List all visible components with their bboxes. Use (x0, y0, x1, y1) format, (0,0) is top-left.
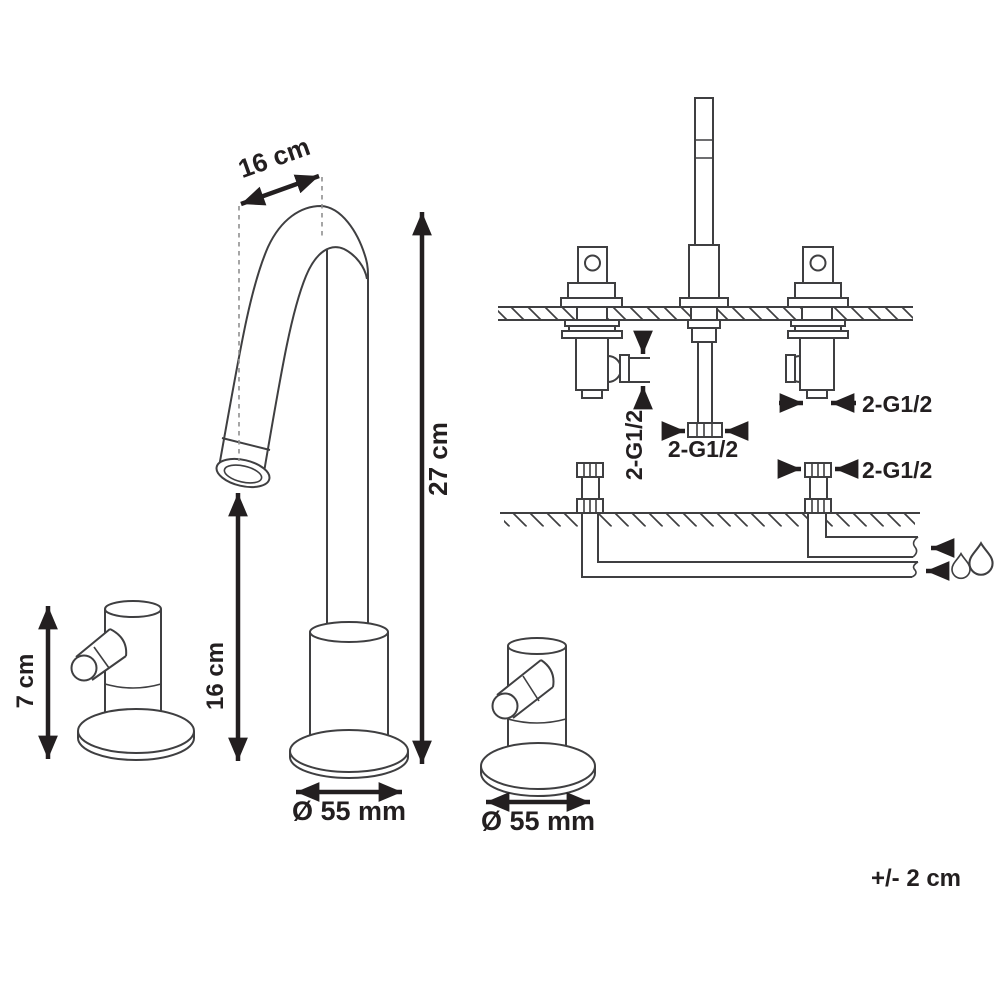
spout-reach-arrow (240, 173, 320, 207)
spout-mouth (215, 457, 271, 489)
spout-outer-edge (218, 204, 369, 625)
handle2-top (507, 637, 567, 655)
thread-label-center: 2-G1/2 (668, 436, 738, 462)
lever2-knob (491, 692, 519, 720)
tolerance-note: +/- 2 cm (871, 865, 961, 892)
faucet-drawing (215, 204, 409, 779)
water-drops-icon (951, 541, 994, 580)
spout-height-label: 16 cm (202, 642, 229, 710)
handle-base-top (77, 708, 195, 754)
spout-aerator (223, 464, 263, 484)
handle-height-label: 7 cm (12, 654, 39, 709)
thread-annotation-right: 2-G1/2 (779, 391, 932, 417)
thread-label-left: 2-G1/2 (621, 410, 647, 480)
handle-base-dimension: Ø 55 mm (481, 792, 595, 836)
installation-diagram: 2-G1/2 2-G1/2 2-G1/2 2-G1/2 (498, 97, 994, 581)
faucet-base-top (289, 729, 409, 773)
handle-left-drawing (70, 600, 195, 761)
handle-joint-line (104, 683, 162, 689)
lever2-outline (496, 659, 555, 719)
total-height-label: 27 cm (423, 422, 453, 496)
thread-label-supply: 2-G1/2 (862, 457, 932, 483)
water-inflow (925, 538, 994, 581)
handle-base-diameter-label: Ø 55 mm (481, 806, 595, 836)
supply-connector-left (576, 462, 604, 514)
handle2-joint-line (507, 718, 567, 724)
faucet-base-diameter-label: Ø 55 mm (292, 796, 406, 826)
spout-reach-label: 16 cm (234, 131, 314, 184)
handle-top (104, 600, 162, 618)
faucet-base-rim (289, 751, 409, 779)
thread-annotation-center: 2-G1/2 (661, 421, 749, 462)
body-sides (309, 632, 389, 740)
wall-hatch (504, 513, 915, 527)
countertop-passthroughs (576, 306, 833, 321)
screw-hole-right (809, 254, 827, 272)
thread-annotation-left: 2-G1/2 (621, 330, 653, 480)
lever-knob (70, 654, 98, 682)
right-valve (785, 246, 849, 399)
body-top (309, 621, 389, 643)
supply-connector-right (804, 462, 832, 514)
handle-height-dimension: 7 cm (12, 606, 58, 760)
spout-inner-edge (262, 246, 368, 479)
handle2-base-top (480, 742, 596, 790)
spout-band-line (221, 437, 271, 451)
screw-hole-left (584, 254, 601, 272)
lever2-seam (522, 675, 540, 702)
left-valve (560, 246, 630, 399)
lever-seam (93, 646, 110, 669)
supply-pipes (581, 513, 919, 578)
center-spout-pipe (679, 97, 729, 438)
handle-base-rim (77, 731, 195, 761)
thread-label-right: 2-G1/2 (862, 391, 932, 417)
handle-right-drawing (480, 637, 596, 797)
thread-annotation-supply: 2-G1/2 (777, 457, 932, 483)
